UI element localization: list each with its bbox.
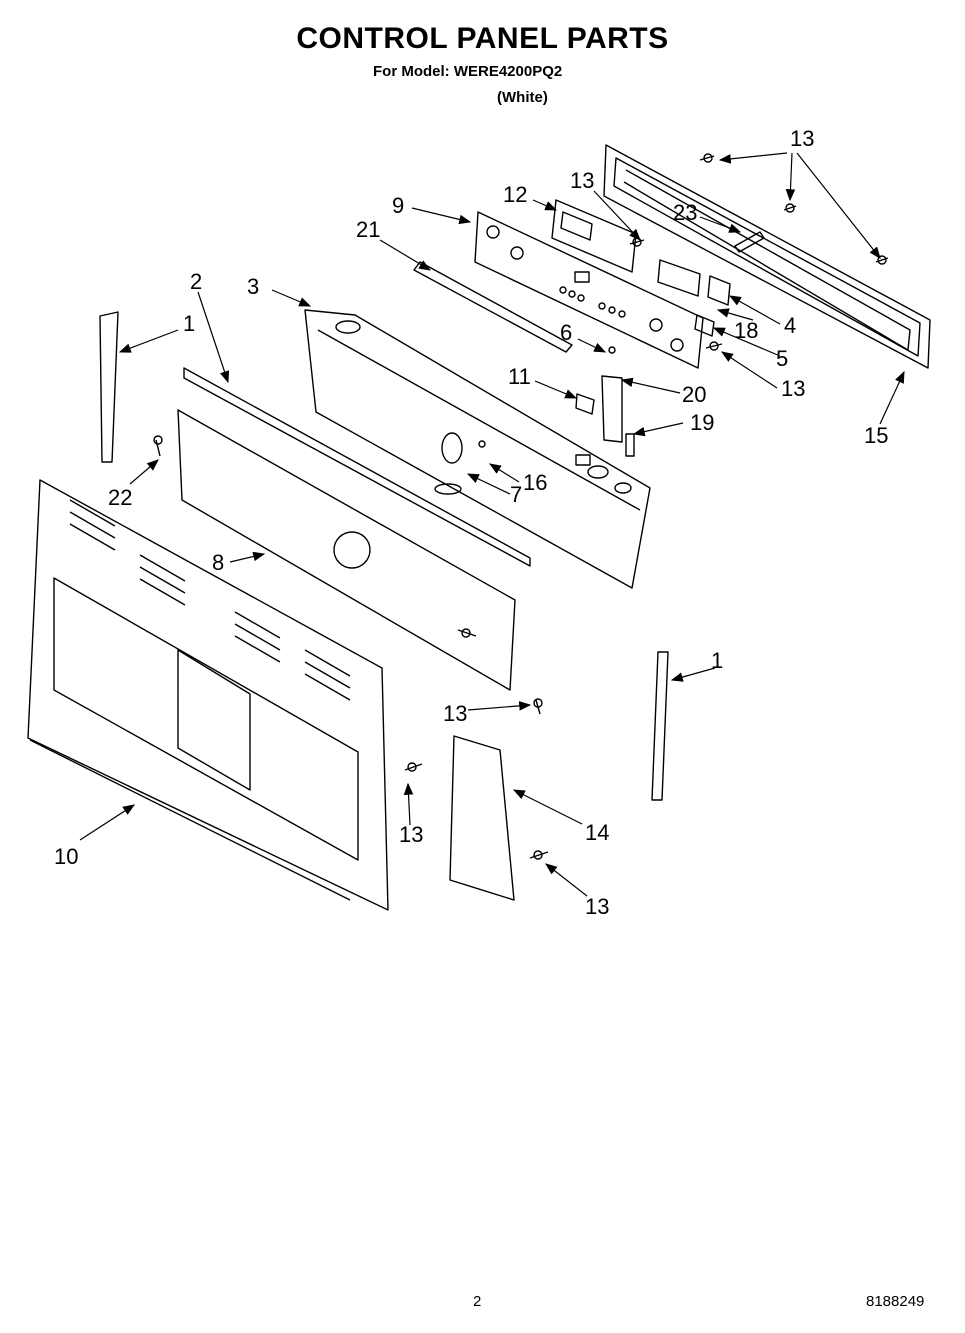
callout-20: 20 — [682, 382, 706, 407]
callout-2: 2 — [190, 269, 202, 294]
callout-13: 13 — [585, 894, 609, 919]
callout-1: 1 — [711, 648, 723, 673]
callout-19: 19 — [690, 410, 714, 435]
page-title: CONTROL PANEL PARTS — [296, 22, 669, 55]
part-display-board — [551, 199, 637, 273]
callout-13: 13 — [790, 126, 814, 151]
callout-13: 13 — [570, 168, 594, 193]
part-side-trim-right — [651, 651, 669, 801]
part-relay-18 — [694, 314, 715, 337]
part-rear-brace — [183, 367, 531, 567]
callout-9: 9 — [392, 193, 404, 218]
callout-labels: 13 13 12 23 9 21 2 3 1 6 18 4 5 13 11 20… — [54, 126, 888, 919]
callout-8: 8 — [212, 550, 224, 575]
part-side-trim-left — [99, 311, 119, 463]
callout-6: 6 — [560, 320, 572, 345]
callout-12: 12 — [503, 182, 527, 207]
part-control-panel — [474, 211, 704, 369]
callout-1: 1 — [183, 311, 195, 336]
page-number: 2 — [473, 1293, 482, 1310]
part-back-panel — [27, 479, 389, 911]
leader-lines — [79, 152, 905, 897]
part-rear-frame — [603, 144, 931, 369]
callout-16: 16 — [523, 470, 547, 495]
callout-15: 15 — [864, 423, 888, 448]
model-number: For Model: WERE4200PQ2 — [373, 63, 563, 80]
part-lens — [657, 259, 701, 297]
document-number: 8188249 — [866, 1293, 925, 1310]
part-control-rail — [413, 261, 573, 353]
callout-22: 22 — [108, 485, 132, 510]
part-switch-4 — [707, 275, 731, 306]
screws — [153, 153, 889, 860]
part-console — [304, 309, 651, 589]
callout-13: 13 — [399, 822, 423, 847]
callout-14: 14 — [585, 820, 609, 845]
callout-21: 21 — [356, 217, 380, 242]
callout-7: 7 — [510, 482, 522, 507]
callout-5: 5 — [776, 346, 788, 371]
part-thermostat-20 — [601, 375, 623, 443]
callout-23: 23 — [673, 200, 697, 225]
part-wire-bracket — [449, 735, 515, 901]
callout-4: 4 — [784, 313, 796, 338]
callout-18: 18 — [734, 318, 758, 343]
part-bracket-23 — [734, 231, 765, 253]
part-knob — [441, 432, 463, 464]
part-clip-19 — [625, 433, 635, 457]
callout-13: 13 — [443, 701, 467, 726]
part-rear-shield — [177, 409, 516, 691]
callout-11: 11 — [508, 364, 531, 389]
callout-13: 13 — [781, 376, 805, 401]
callout-10: 10 — [54, 844, 78, 869]
model-color: (White) — [497, 89, 548, 106]
callout-3: 3 — [247, 274, 259, 299]
part-knob-seal-7 — [434, 483, 462, 495]
part-switch-11 — [575, 393, 595, 415]
